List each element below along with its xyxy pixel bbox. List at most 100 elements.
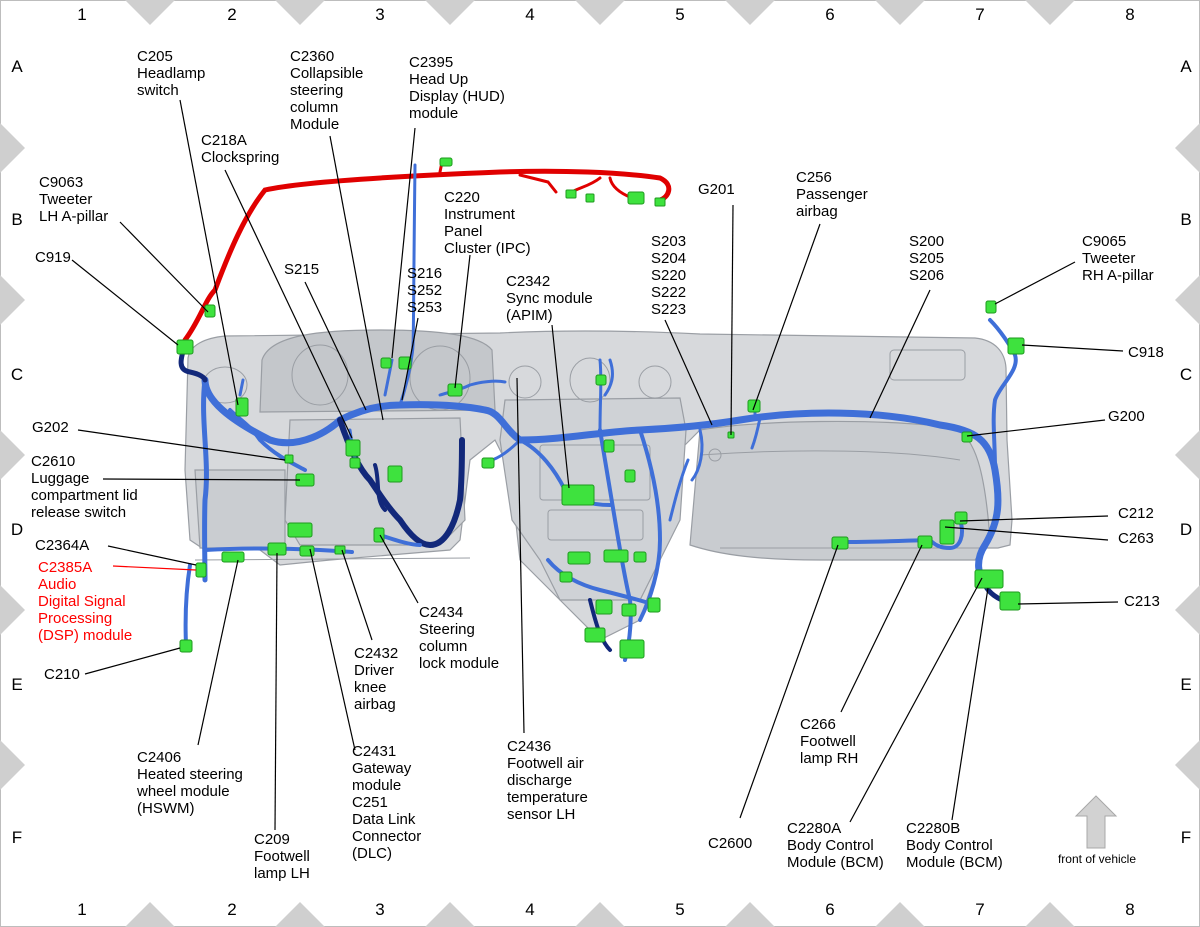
grid-column-bottom: 7 <box>975 900 984 919</box>
grid-column-top: 3 <box>375 5 384 24</box>
grid-row-left: A <box>11 57 23 76</box>
component-description: Heated steering <box>137 766 243 783</box>
component-description: sensor LH <box>507 806 575 823</box>
connector-id-label: C2600 <box>708 835 752 852</box>
connector-id-label: C9063 <box>39 174 83 191</box>
grid-row-left: D <box>11 520 23 539</box>
component-description: Footwell <box>800 733 856 750</box>
grid-row-right: E <box>1180 675 1191 694</box>
leader-lines <box>71 99 1124 831</box>
frame-triangle-top <box>125 0 175 25</box>
callout-c2600: C2600 <box>708 835 752 852</box>
grid-column-bottom: 2 <box>227 900 236 919</box>
component-description: S223 <box>651 301 686 318</box>
connector-id-label: C2406 <box>137 749 181 766</box>
component-description: Tweeter <box>1082 250 1135 267</box>
grid-column-bottom: 5 <box>675 900 684 919</box>
component-description: lamp LH <box>254 865 310 882</box>
connector-id-label: C2436 <box>507 738 551 755</box>
connector-id-label: C2432 <box>354 645 398 662</box>
grid-column-top: 1 <box>77 5 86 24</box>
frame-triangle-left <box>0 430 25 480</box>
component-description: lock module <box>419 655 499 672</box>
component-description: compartment lid <box>31 487 138 504</box>
connector-id-label: C2360 <box>290 48 334 65</box>
component-description: knee <box>354 679 387 696</box>
component-description: Processing <box>38 610 112 627</box>
connector-id-label: C209 <box>254 831 290 848</box>
component-description: Body Control <box>906 837 993 854</box>
callout-c210: C210 <box>44 666 80 683</box>
component-description: (DLC) <box>352 845 392 862</box>
component-description: Luggage <box>31 470 89 487</box>
callout-c2364a: C2364A <box>35 537 89 554</box>
component-description: temperature <box>507 789 588 806</box>
component-description: S222 <box>651 284 686 301</box>
front-of-vehicle-indicator: front of vehicle <box>1058 795 1136 866</box>
component-description: wheel module <box>136 783 230 800</box>
component-description: module <box>409 105 458 122</box>
grid-column-bottom: 3 <box>375 900 384 919</box>
component-description: (DSP) module <box>38 627 132 644</box>
component-description: Data Link <box>352 811 416 828</box>
component-description: Body Control <box>787 837 874 854</box>
connector-id-label: C919 <box>35 249 71 266</box>
connector-id-label: G200 <box>1108 408 1145 425</box>
component-description: Display (HUD) <box>409 88 505 105</box>
component-description: (HSWM) <box>137 800 194 817</box>
callout-g200: G200 <box>1108 408 1145 425</box>
frame-triangle-bottom <box>875 902 925 927</box>
component-description: airbag <box>796 203 838 220</box>
connector-id-label: C2434 <box>419 604 463 621</box>
component-description: Footwell <box>254 848 310 865</box>
grid-row-right: F <box>1181 828 1191 847</box>
connector-id-label: C2364A <box>35 537 89 554</box>
grid-column-top: 5 <box>675 5 684 24</box>
component-description: release switch <box>31 504 126 521</box>
component-description: LH A-pillar <box>39 208 108 225</box>
grid-column-bottom: 4 <box>525 900 534 919</box>
callout-c212: C212 <box>1118 505 1154 522</box>
component-description: Steering <box>419 621 475 638</box>
frame-triangle-bottom <box>125 902 175 927</box>
component-description: S206 <box>909 267 944 284</box>
component-description: Driver <box>354 662 394 679</box>
connector-id-label: C2280A <box>787 820 841 837</box>
connector-id-label: C918 <box>1128 344 1164 361</box>
connector-id-label: S215 <box>284 261 319 278</box>
frame-triangle-top <box>1025 0 1075 25</box>
component-description: switch <box>137 82 179 99</box>
grid-column-top: 6 <box>825 5 834 24</box>
component-description: Module <box>290 116 339 133</box>
frame-triangle-bottom <box>575 902 625 927</box>
component-description: S252 <box>407 282 442 299</box>
frame-triangle-bottom <box>725 902 775 927</box>
frame-triangle-right <box>1175 585 1200 635</box>
component-description: module <box>352 777 401 794</box>
grid-row-left: C <box>11 365 23 384</box>
component-description: lamp RH <box>800 750 858 767</box>
grid-column-bottom: 1 <box>77 900 86 919</box>
component-description: Audio <box>38 576 76 593</box>
component-description: S204 <box>651 250 686 267</box>
component-description: S205 <box>909 250 944 267</box>
grid-column-top: 2 <box>227 5 236 24</box>
callout-c263: C263 <box>1118 530 1154 547</box>
component-description: column <box>419 638 467 655</box>
frame-triangle-top <box>725 0 775 25</box>
frame-triangle-top <box>575 0 625 25</box>
